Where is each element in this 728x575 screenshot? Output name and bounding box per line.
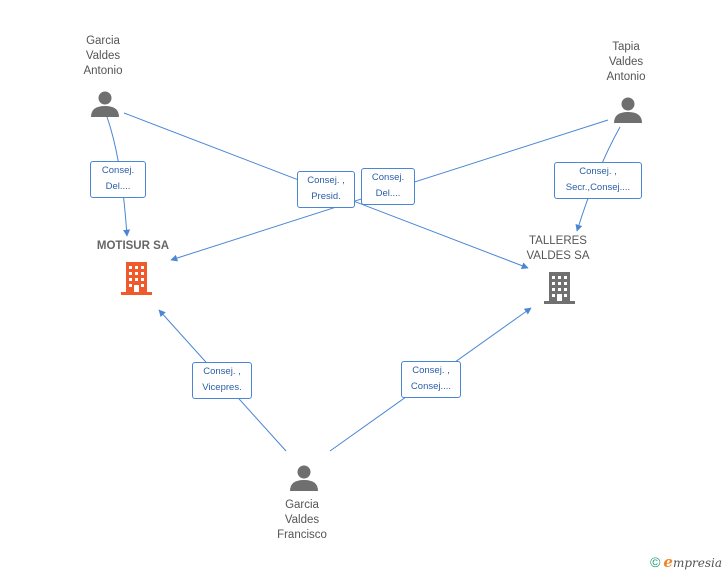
relation-line: Secr.,Consej.... (565, 182, 631, 193)
relation-line: Consej. , (203, 366, 241, 377)
person-name-line: Antonio (83, 65, 123, 77)
relation-line: Consej. , (307, 175, 345, 186)
relation-box-r5[interactable]: Consej. , Vicepres. (192, 362, 252, 399)
empresia-logo: ©empresia (650, 553, 722, 571)
building-icon-motisur[interactable] (121, 262, 152, 295)
company-name-line: TALLERES (529, 235, 587, 247)
relation-line: Consej. (371, 172, 405, 183)
person-name-line: Francisco (277, 529, 327, 541)
company-name-line: VALDES SA (526, 250, 590, 262)
person-name-line: Antonio (606, 71, 646, 83)
relation-line: Del.... (375, 188, 401, 199)
person-name-line: Tapia (612, 41, 640, 53)
relation-box-r2[interactable]: Consej. , Presid. (297, 171, 355, 208)
company-label-talleres[interactable]: TALLERES VALDES SA (488, 234, 628, 264)
relation-box-r6[interactable]: Consej. , Consej.... (401, 361, 461, 398)
person-icon-p3[interactable] (290, 465, 318, 492)
person-name-line: Garcia (86, 35, 120, 47)
person-name-line: Garcia (285, 499, 319, 511)
person-label-p2[interactable]: Tapia Valdes Antonio (576, 40, 676, 85)
person-label-p3[interactable]: Garcia Valdes Francisco (252, 498, 352, 543)
person-name-line: Valdes (608, 56, 644, 68)
building-icon-talleres[interactable] (544, 272, 575, 304)
person-icon-p1[interactable] (91, 91, 119, 118)
person-name-line: Valdes (284, 514, 320, 526)
brand-e: e (663, 553, 673, 571)
relation-box-r1[interactable]: Consej. Del.... (90, 161, 146, 198)
person-icon-p2[interactable] (614, 97, 642, 124)
relation-line: Consej. , (579, 166, 617, 177)
company-name-line: MOTISUR SA (96, 240, 170, 252)
relation-line: Consej.... (410, 381, 452, 392)
relation-line: Consej. (101, 165, 135, 176)
person-label-p1[interactable]: Garcia Valdes Antonio (53, 34, 153, 79)
person-name-line: Valdes (85, 50, 121, 62)
relation-box-r3[interactable]: Consej. Del.... (361, 168, 415, 205)
relation-line: Presid. (311, 191, 341, 202)
relation-box-r4[interactable]: Consej. , Secr.,Consej.... (554, 162, 642, 199)
brand-name: mpresia (672, 556, 722, 570)
relation-line: Vicepres. (202, 382, 242, 393)
company-label-motisur[interactable]: MOTISUR SA (63, 239, 203, 254)
relation-line: Consej. , (412, 365, 450, 376)
copyright-icon: © (650, 554, 661, 570)
relation-line: Del.... (105, 181, 131, 192)
